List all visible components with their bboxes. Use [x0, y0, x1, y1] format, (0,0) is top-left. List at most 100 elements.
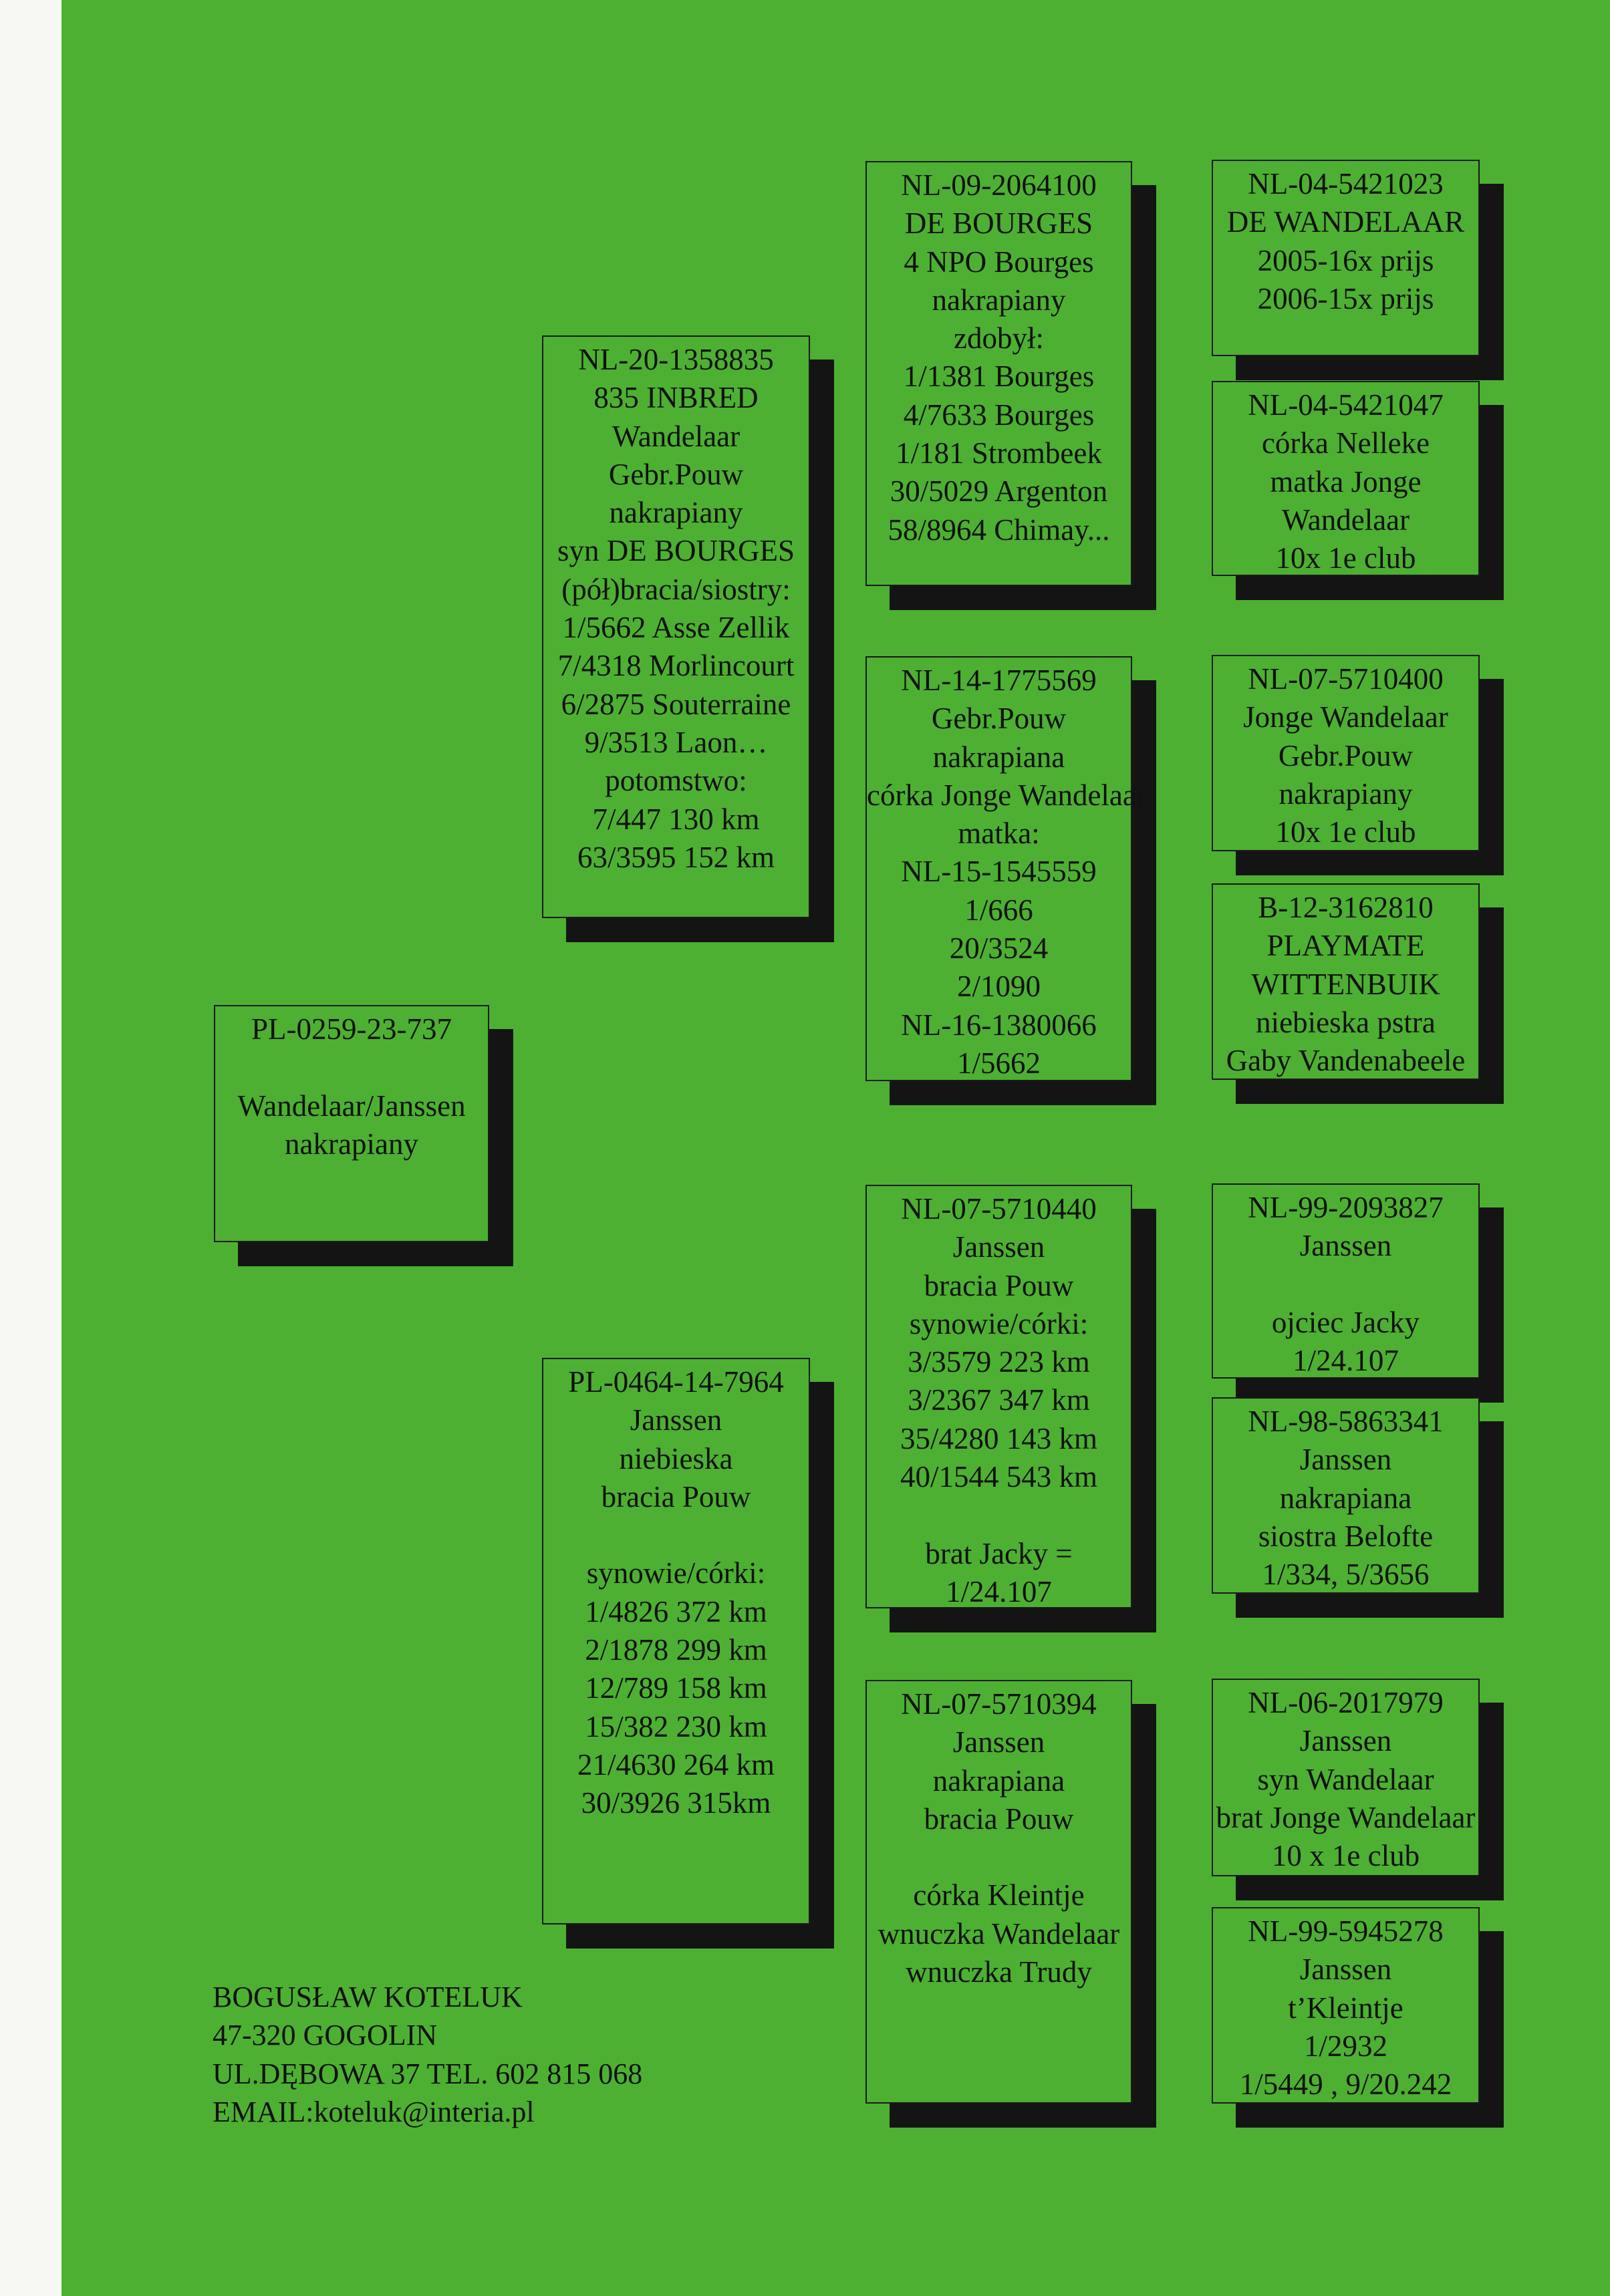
- text-line: synowie/córki:: [909, 1306, 1089, 1340]
- text-line: DE WANDELAAR: [1226, 205, 1465, 239]
- text-line: ojciec Jacky: [1271, 1305, 1420, 1339]
- text-line: Wandelaar: [1281, 503, 1410, 537]
- text-line: t’Kleintje: [1288, 1991, 1403, 2025]
- text-line: brat Jacky =: [925, 1536, 1073, 1570]
- text-line: NL-09-2064100: [901, 168, 1097, 202]
- text-line: córka Kleintje: [913, 1878, 1085, 1912]
- text-line: Gebr.Pouw: [1278, 738, 1414, 772]
- text-line: Jonge Wandelaar: [1243, 700, 1448, 734]
- text-line: 1/5662: [956, 1046, 1041, 1080]
- text-line: Janssen: [952, 1725, 1045, 1759]
- text-line: [867, 1496, 1131, 1534]
- text-line: [1213, 1266, 1478, 1304]
- text-line: bracia Pouw: [601, 1479, 751, 1514]
- text-line: EMAIL:koteluk@interia.pl: [213, 2095, 535, 2128]
- text-line: nakrapiany: [1279, 776, 1413, 811]
- text-line: NL-99-5945278: [1248, 1914, 1444, 1948]
- text-line: niebieska pstra: [1256, 1005, 1436, 1039]
- text-line: Gebr.Pouw: [931, 702, 1067, 736]
- text-line: Gebr.Pouw: [608, 457, 744, 491]
- text-line: niebieska: [619, 1441, 733, 1475]
- text-line: 1/2932: [1303, 2029, 1387, 2063]
- text-line: nakrapiany: [609, 496, 743, 530]
- text-line: córka Jonge Wandelaar: [867, 778, 1146, 812]
- text-line: 2006-15x prijs: [1257, 281, 1434, 315]
- text-line: 30/5029 Argenton: [890, 474, 1108, 509]
- text-line: NL-98-5863341: [1248, 1405, 1444, 1438]
- text-line: Gaby Vandenabeele: [1226, 1044, 1466, 1078]
- text-line: 58/8964 Chimay...: [888, 513, 1110, 547]
- text-line: córka Nelleke: [1261, 426, 1430, 460]
- text-line: Janssen: [1299, 1229, 1392, 1263]
- text-line: matka:: [958, 817, 1040, 851]
- text-line: 4 NPO Bourges: [904, 245, 1094, 279]
- text-line: B-12-3162810: [1258, 891, 1434, 924]
- text-line: nakrapiana: [932, 1763, 1065, 1798]
- text-line: brat Jonge Wandelaar: [1216, 1800, 1476, 1834]
- text-line: Janssen: [1299, 1953, 1392, 1987]
- text-line: zdobył:: [954, 321, 1044, 355]
- text-line: (pół)bracia/siostry:: [561, 572, 791, 606]
- text-line: wnuczka Wandelaar: [878, 1916, 1120, 1951]
- text-line: 40/1544 543 km: [900, 1460, 1097, 1494]
- text-line: 1/5662 Asse Zellik: [562, 611, 790, 645]
- text-line: 835 INBRED: [593, 381, 759, 415]
- text-line: 21/4630 264 km: [577, 1747, 775, 1781]
- text-line: 1/1381 Bourges: [903, 360, 1095, 394]
- text-line: NL-07-5710394: [901, 1687, 1097, 1721]
- text-line: NL-16-1380066: [901, 1008, 1097, 1042]
- text-line: Wandelaar: [612, 419, 741, 453]
- text-line: 6/2875 Souterraine: [561, 687, 791, 721]
- text-line: Janssen: [1299, 1443, 1392, 1477]
- text-line: NL-06-2017979: [1248, 1686, 1444, 1719]
- text-line: 7/4318 Morlincourt: [557, 649, 795, 683]
- text-line: nakrapiana: [932, 740, 1065, 774]
- text-line: NL-14-1775569: [901, 664, 1097, 697]
- text-line: bracia Pouw: [924, 1802, 1074, 1836]
- text-line: synowie/córki:: [586, 1556, 766, 1590]
- text-line: 7/447 130 km: [592, 802, 760, 836]
- text-line: 4/7633 Bourges: [903, 398, 1095, 432]
- text-line: nakrapiany: [285, 1127, 418, 1161]
- text-line: siostra Belofte: [1258, 1519, 1434, 1553]
- text-line: WITTENBUIK: [1251, 967, 1440, 1001]
- text-line: BOGUSŁAW KOTELUK: [213, 1981, 523, 2013]
- text-line: 1/5449 , 9/20.242: [1239, 2067, 1452, 2102]
- text-line: 15/382 230 km: [585, 1709, 767, 1743]
- text-line: 10 x 1e club: [1271, 1839, 1420, 1873]
- text-line: 3/2367 347 km: [908, 1383, 1090, 1417]
- text-line: 2/1090: [956, 970, 1041, 1004]
- text-line: [215, 1048, 488, 1087]
- text-line: PLAYMATE: [1266, 929, 1425, 963]
- text-line: 12/789 158 km: [585, 1671, 767, 1705]
- text-line: PL-0259-23-737: [251, 1012, 452, 1046]
- text-line: NL-99-2093827: [1248, 1191, 1444, 1224]
- text-line: NL-15-1545559: [901, 855, 1097, 889]
- text-line: Janssen: [630, 1403, 722, 1437]
- text-line: UL.DĘBOWA 37 TEL. 602 815 068: [213, 2057, 643, 2090]
- text-line: 20/3524: [949, 931, 1049, 966]
- text-line: NL-07-5710400: [1248, 662, 1444, 696]
- text-line: Wandelaar/Janssen: [237, 1089, 466, 1123]
- text-line: potomstwo:: [605, 764, 747, 798]
